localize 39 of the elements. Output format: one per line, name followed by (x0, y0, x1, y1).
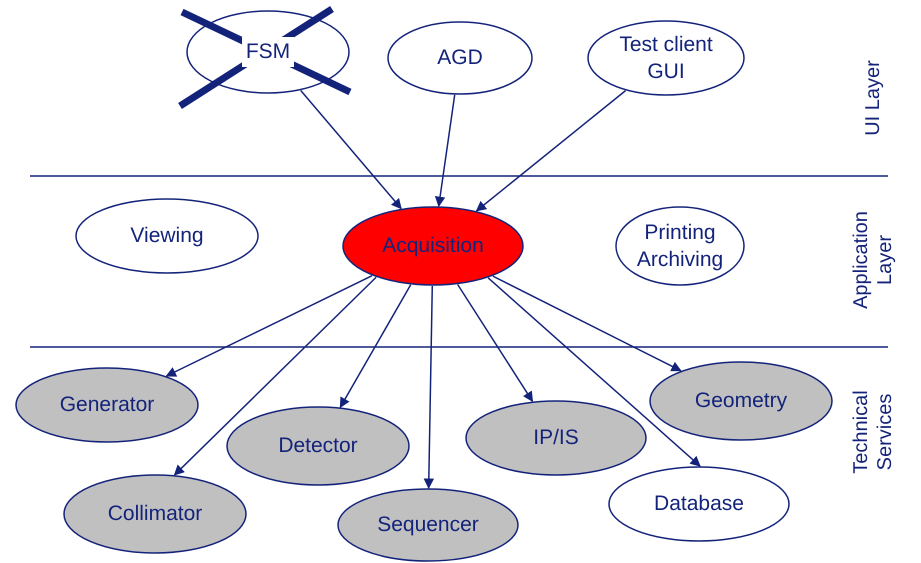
ellipse-node (615, 206, 745, 286)
node-label: Collimator (106, 501, 204, 528)
layer-label: Application Layer (849, 210, 897, 311)
node-label: IP/IS (532, 425, 580, 452)
ellipse-node (465, 400, 647, 476)
arrow (476, 90, 626, 212)
node-label: Viewing (129, 223, 205, 250)
arrow (492, 275, 682, 372)
arrow (424, 286, 434, 490)
ellipse-node (608, 466, 790, 542)
node-label: Generator (58, 392, 156, 418)
arrow (340, 284, 412, 408)
node-label: Sequencer (376, 512, 480, 538)
arrow (174, 276, 377, 476)
node-label: Geometry (694, 388, 788, 414)
node-label: FSM (244, 39, 292, 66)
arrow (300, 90, 402, 210)
ellipse-node (186, 10, 350, 94)
ellipse-node (342, 206, 524, 286)
layer-label: Technical Services (849, 389, 897, 476)
node-label: Database (653, 491, 745, 518)
ellipse-node (75, 198, 259, 274)
ellipse-node (387, 21, 533, 95)
node-label: Detector (277, 433, 359, 460)
arrow (166, 275, 372, 377)
node-label: Test client GUI (618, 32, 714, 85)
ellipse-node (649, 361, 833, 441)
ellipse-node (587, 20, 745, 96)
node-label: AGD (436, 45, 484, 72)
node-label: Printing Archiving (636, 220, 724, 273)
ellipse-node (15, 367, 199, 443)
ellipse-node (63, 474, 247, 554)
arrow (434, 94, 456, 208)
node-label: Acquisition (381, 233, 485, 260)
ellipse-node (337, 488, 519, 562)
layer-label: UI Layer (861, 59, 885, 138)
arrow (457, 284, 534, 402)
arrow (488, 277, 701, 467)
ellipse-node (226, 406, 410, 486)
